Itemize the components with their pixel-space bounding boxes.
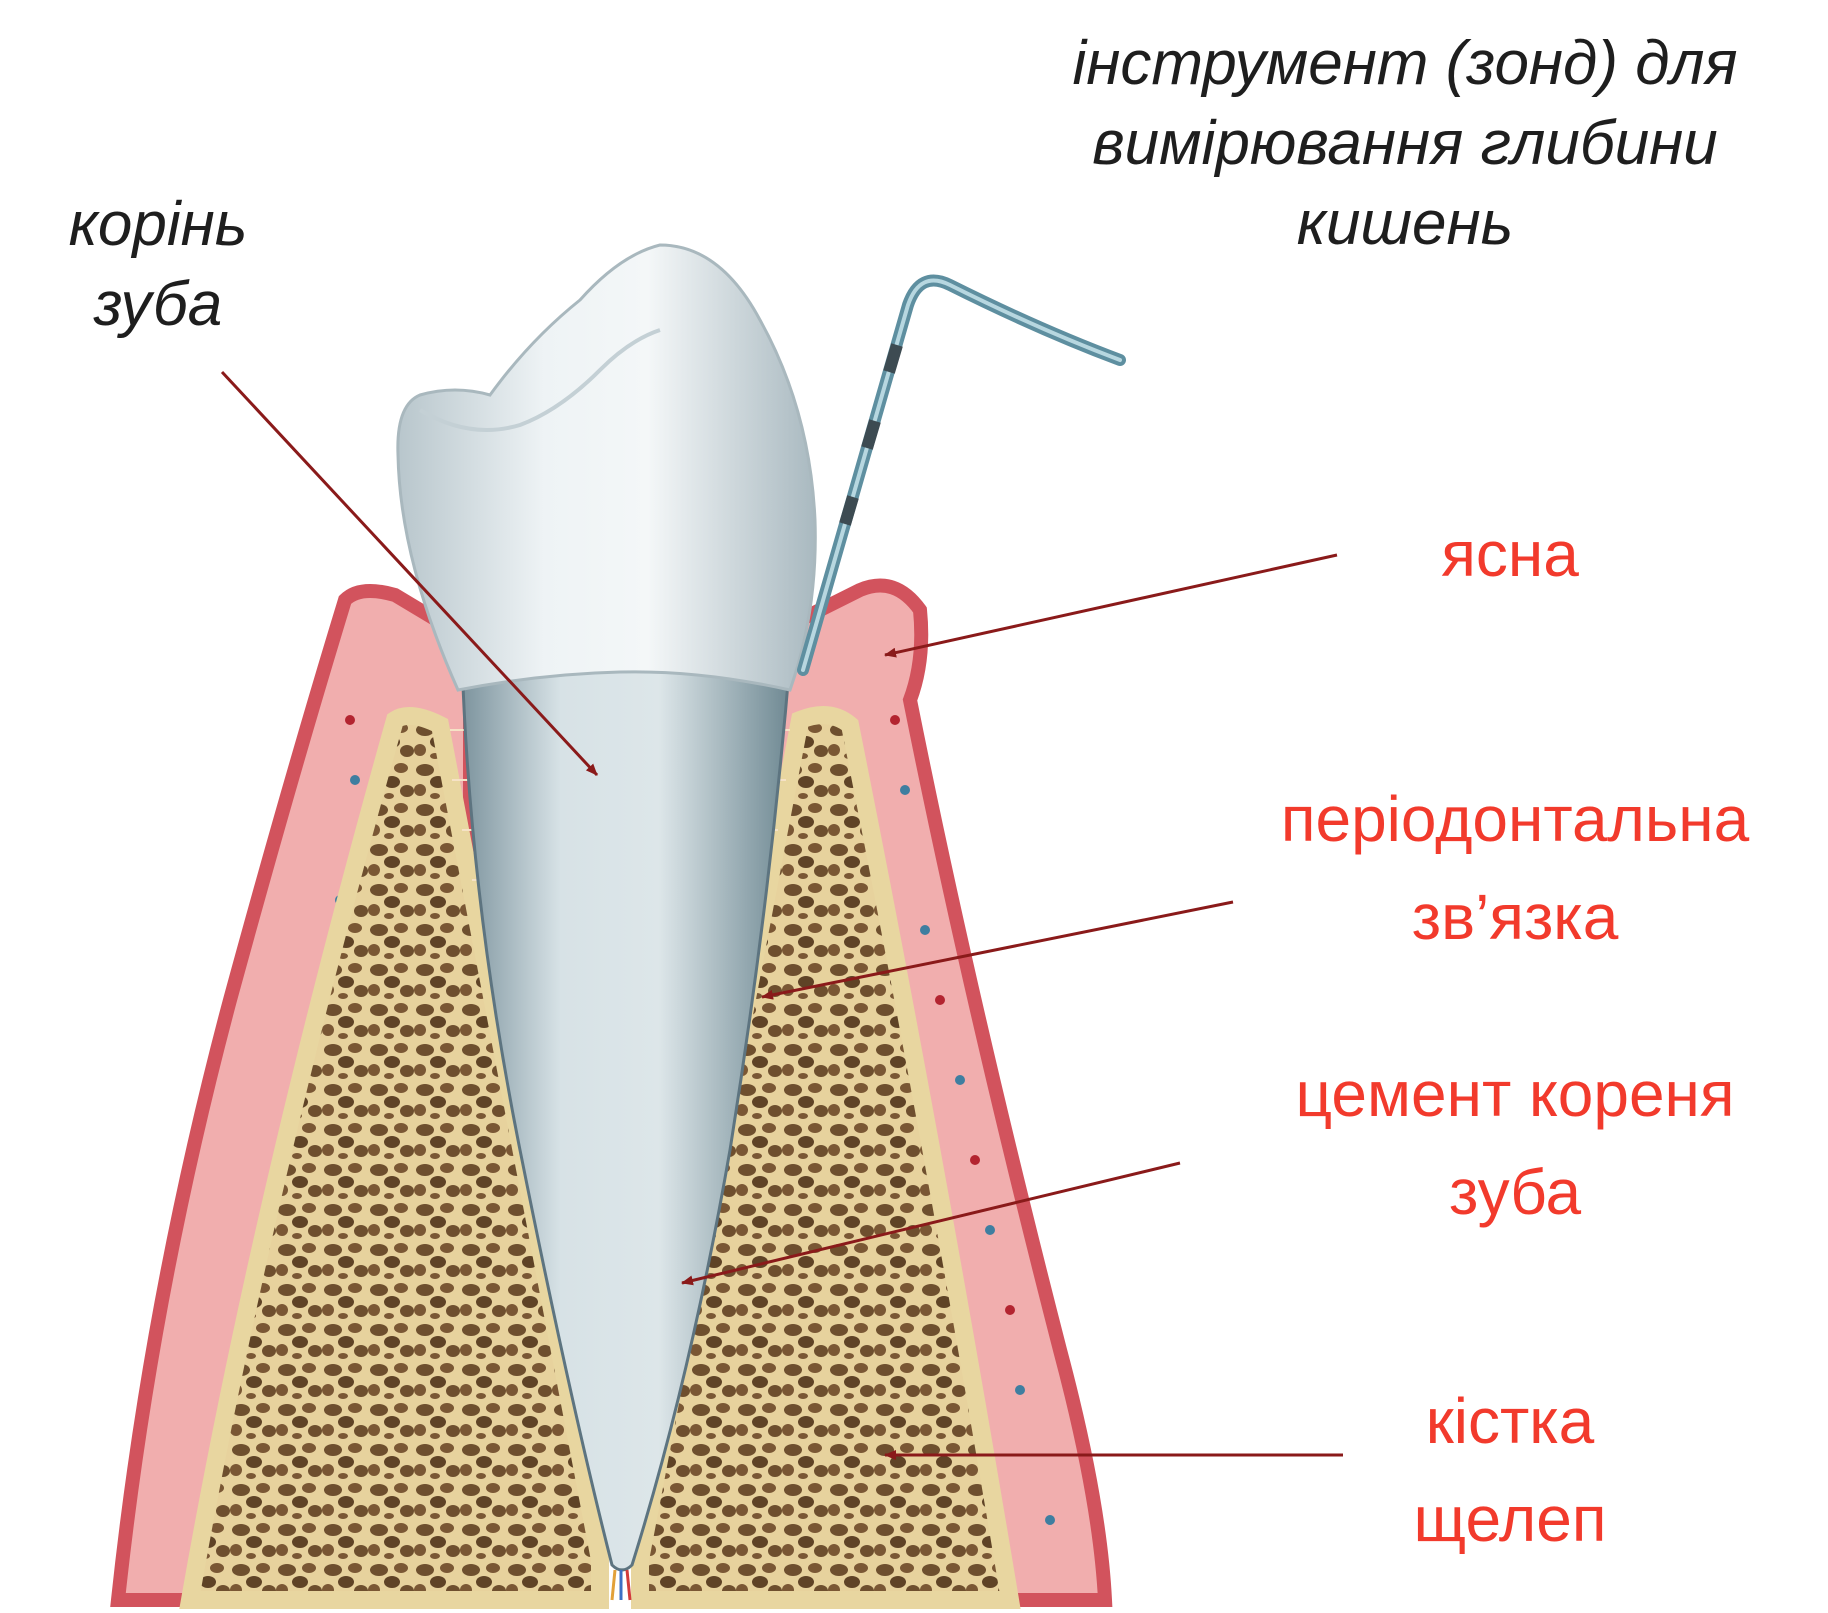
probe-label-line: інструмент (зонд) для: [1010, 24, 1800, 104]
cementum-label: цемент кореня зуба: [1225, 1045, 1805, 1241]
tooth-crown: [398, 245, 815, 690]
cementum-label-line: цемент кореня: [1225, 1045, 1805, 1143]
bone-label-line: щелеп: [1380, 1470, 1640, 1568]
arrow-gum: [885, 555, 1337, 655]
probe-label-line: вимірювання глибини: [1010, 104, 1800, 184]
cementum-label-line: зуба: [1225, 1143, 1805, 1241]
nerve-bundle: [612, 1570, 630, 1600]
root-label-line: корінь: [38, 185, 278, 265]
root-label: корінь зуба: [38, 185, 278, 345]
root-label-line: зуба: [38, 265, 278, 345]
probe-label: інструмент (зонд) для вимірювання глибин…: [1010, 24, 1800, 264]
gum-label: ясна: [1380, 505, 1640, 603]
ligament-label-line: періодонтальна: [1225, 770, 1805, 868]
ligament-label-line: зв’язка: [1225, 868, 1805, 966]
probe-label-line: кишень: [1010, 184, 1800, 264]
gum-label-line: ясна: [1380, 505, 1640, 603]
ligament-label: періодонтальна зв’язка: [1225, 770, 1805, 966]
bone-label: кістка щелеп: [1380, 1372, 1640, 1568]
bone-label-line: кістка: [1380, 1372, 1640, 1470]
probe-markings: [845, 345, 897, 524]
